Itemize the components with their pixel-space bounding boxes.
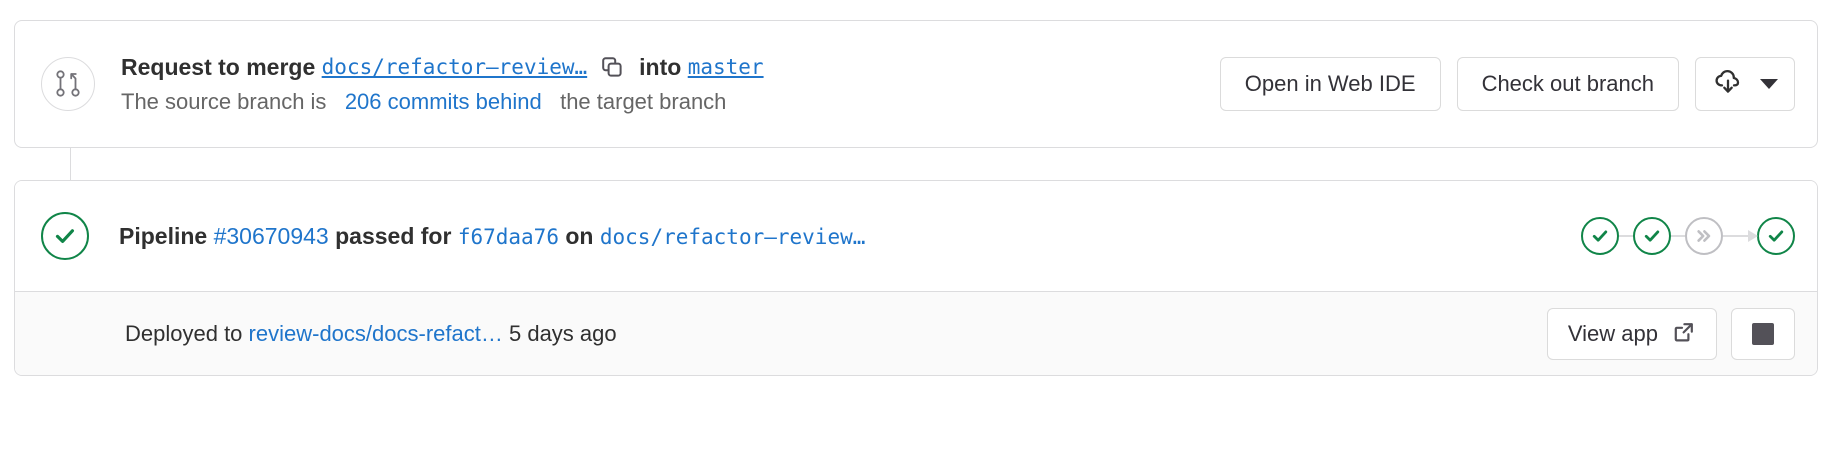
external-link-icon [1672,320,1696,348]
pipeline-on-label: on [565,222,594,249]
view-app-label: View app [1567,321,1658,346]
copy-icon[interactable] [597,52,627,82]
stage-passed-1[interactable] [1581,217,1619,255]
commits-behind-link[interactable]: 206 commits behind [344,89,542,114]
target-branch-link[interactable]: master [687,55,764,79]
deployment-timestamp: 5 days ago [508,321,617,346]
pipeline-result: passed for [335,222,452,249]
commit-sha-link[interactable]: f67daa76 [457,224,559,249]
stop-square-icon [1752,323,1774,345]
stop-environment-button[interactable] [1731,308,1795,360]
merge-request-icon [41,57,95,111]
check-circle-icon [41,212,89,260]
environment-link[interactable]: review-docs/docs-refact… [248,321,503,346]
cloud-download-icon [1714,69,1742,99]
merge-request-title-prefix: Request to merge [121,54,316,80]
stage-connector-1 [1619,235,1633,237]
into-label: into [639,54,682,80]
view-app-button[interactable]: View app [1546,308,1717,360]
pipeline-card: Pipeline #30670943 passed for f67daa76 o… [14,180,1818,376]
pipeline-stages [1581,217,1795,255]
merge-request-text: Request to merge docs/refactor–review… i… [121,50,1198,118]
pipeline-branch-link[interactable]: docs/refactor–review… [599,224,866,249]
deployment-text: Deployed to review-docs/docs-refact… 5 d… [125,319,1547,349]
check-out-branch-button[interactable]: Check out branch [1456,57,1679,111]
widget-connector-line [70,148,71,180]
stage-skipped[interactable] [1685,217,1723,255]
merge-request-card: Request to merge docs/refactor–review… i… [14,20,1818,148]
pipeline-label: Pipeline [119,222,208,249]
pipeline-id-link[interactable]: #30670943 [213,222,329,249]
download-dropdown-button[interactable] [1695,57,1795,111]
stage-passed-3[interactable] [1757,217,1795,255]
source-branch-link[interactable]: docs/refactor–review… [321,55,588,79]
stage-passed-2[interactable] [1633,217,1671,255]
deployment-row: Deployed to review-docs/docs-refact… 5 d… [15,291,1817,375]
merge-request-actions: Open in Web IDE Check out branch [1219,57,1795,111]
chevron-down-icon [1760,79,1778,89]
merge-request-title: Request to merge docs/refactor–review… i… [121,50,1198,84]
stage-connector-2 [1671,235,1685,237]
deployed-to-label: Deployed to [125,321,243,346]
subtitle-suffix: the target branch [560,89,727,114]
merge-request-subtitle: The source branch is 206 commits behind … [121,86,1198,118]
subtitle-prefix: The source branch is [121,89,327,114]
deployment-actions: View app [1546,308,1795,360]
open-in-web-ide-button[interactable]: Open in Web IDE [1219,57,1441,111]
stage-arrow-connector [1723,230,1758,242]
pipeline-text: Pipeline #30670943 passed for f67daa76 o… [119,220,1561,253]
pipeline-row: Pipeline #30670943 passed for f67daa76 o… [15,181,1817,291]
merge-request-row: Request to merge docs/refactor–review… i… [15,21,1817,147]
